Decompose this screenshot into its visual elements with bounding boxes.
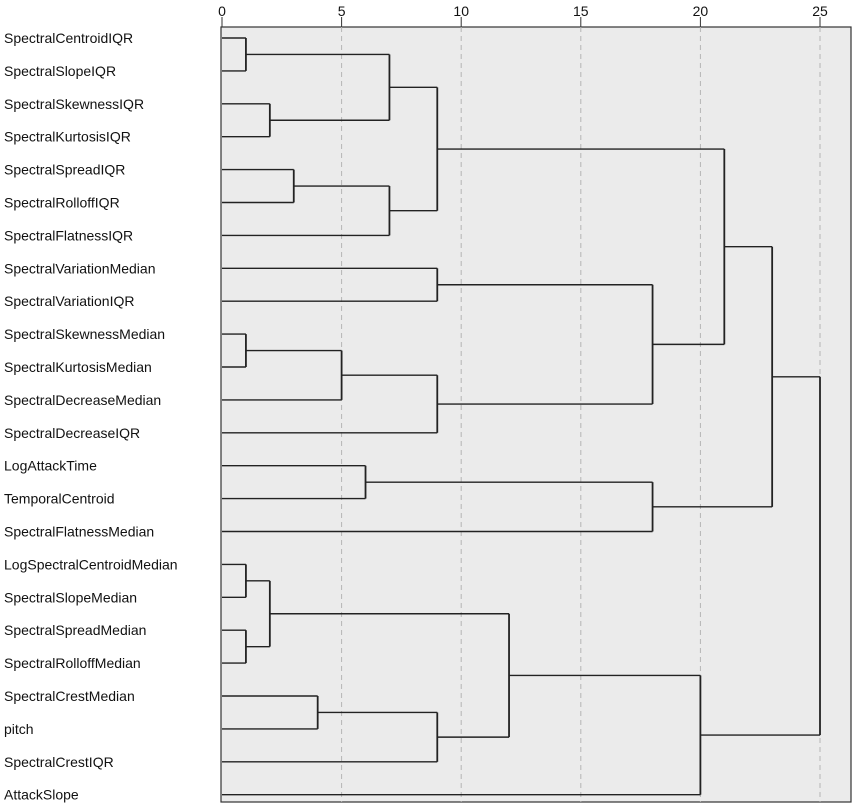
leaf-label: pitch: [4, 721, 34, 737]
leaf-label: SpectralFlatnessIQR: [4, 227, 133, 243]
x-axis-ticks: 0 5 10 15 20 25: [218, 3, 828, 27]
leaf-label: TemporalCentroid: [4, 491, 115, 507]
x-tick-label-25: 25: [812, 3, 828, 19]
leaf-label: SpectralRolloffIQR: [4, 195, 120, 211]
leaf-label: LogSpectralCentroidMedian: [4, 556, 178, 572]
leaf-labels: SpectralCentroidIQR SpectralSlopeIQR Spect…: [4, 30, 178, 803]
leaf-label: SpectralDecreaseMedian: [4, 392, 161, 408]
leaf-label: SpectralSlopeMedian: [4, 589, 137, 605]
x-tick-label-15: 15: [573, 3, 589, 19]
leaf-label: AttackSlope: [4, 787, 79, 803]
leaf-label: SpectralCrestMedian: [4, 688, 135, 704]
x-tick-label-10: 10: [453, 3, 469, 19]
plot-area: [220, 26, 852, 803]
leaf-label: SpectralCrestIQR: [4, 754, 114, 770]
x-tick-label-20: 20: [693, 3, 709, 19]
leaf-label: SpectralDecreaseIQR: [4, 425, 140, 441]
leaf-label: SpectralVariationMedian: [4, 260, 156, 276]
leaf-label: SpectralSpreadMedian: [4, 622, 146, 638]
dendrogram-branches: [222, 37, 821, 796]
leaf-label: SpectralSlopeIQR: [4, 63, 116, 79]
leaf-label: SpectralFlatnessMedian: [4, 524, 154, 540]
leaf-label: SpectralSkewnessIQR: [4, 96, 144, 112]
x-tick-label-5: 5: [338, 3, 346, 19]
leaf-label: SpectralKurtosisMedian: [4, 359, 152, 375]
leaf-label: SpectralVariationIQR: [4, 293, 134, 309]
leaf-label: SpectralSpreadIQR: [4, 162, 125, 178]
leaf-label: SpectralKurtosisIQR: [4, 129, 131, 145]
leaf-label: SpectralCentroidIQR: [4, 30, 133, 46]
leaf-label: LogAttackTime: [4, 458, 97, 474]
leaf-label: SpectralRolloffMedian: [4, 655, 141, 671]
leaf-label: SpectralSkewnessMedian: [4, 326, 165, 342]
x-tick-label-0: 0: [218, 3, 226, 19]
